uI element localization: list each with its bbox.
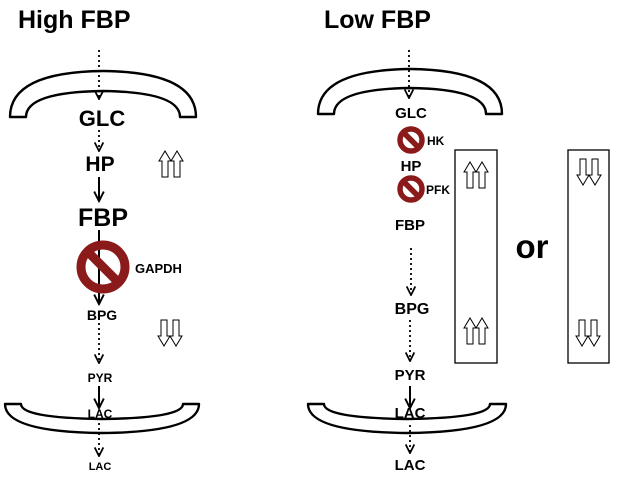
left-title: High FBP (18, 6, 131, 34)
left-panel: High FBP GLC HP FBP BPG PYR LAC LAC GAPD… (3, 6, 201, 473)
right-hp: HP (401, 158, 422, 175)
right-fbp: FBP (395, 217, 425, 234)
right-membrane-bottom (306, 402, 508, 435)
left-bpg: BPG (87, 307, 117, 323)
right-title: Low FBP (324, 6, 431, 34)
right-membrane-top (316, 67, 504, 116)
right-hk-inhibition-icon (397, 126, 425, 154)
left-membrane-top (8, 69, 198, 119)
left-lac-outside: LAC (89, 461, 112, 473)
left-fbp: FBP (78, 204, 128, 232)
right-lac-inside: LAC (395, 405, 426, 422)
left-pyr: PYR (88, 371, 113, 385)
left-membrane-bottom (3, 402, 201, 435)
right-option-b-box (567, 149, 610, 364)
right-pfk-label: PFK (426, 183, 450, 197)
left-lower-indicator-down-icon (157, 319, 183, 347)
right-pfk-inhibition-icon (397, 175, 425, 203)
left-hp: HP (85, 153, 114, 176)
left-upper-indicator-up-icon (158, 150, 184, 178)
right-panel: Low FBP GLC HP FBP BPG PYR LAC LAC HK PF… (306, 6, 610, 474)
right-hk-label: HK (427, 134, 445, 148)
left-glc: GLC (79, 106, 126, 131)
right-pyr: PYR (395, 367, 426, 384)
right-lac-outside: LAC (395, 457, 426, 474)
right-or-text: or (516, 228, 549, 265)
right-bpg: BPG (395, 301, 430, 318)
right-glc: GLC (395, 105, 427, 122)
right-option-a-box (454, 149, 498, 364)
left-lac-inside: LAC (88, 407, 113, 421)
left-gapdh-inhibition-icon (76, 240, 130, 294)
left-gapdh-label: GAPDH (135, 261, 182, 276)
